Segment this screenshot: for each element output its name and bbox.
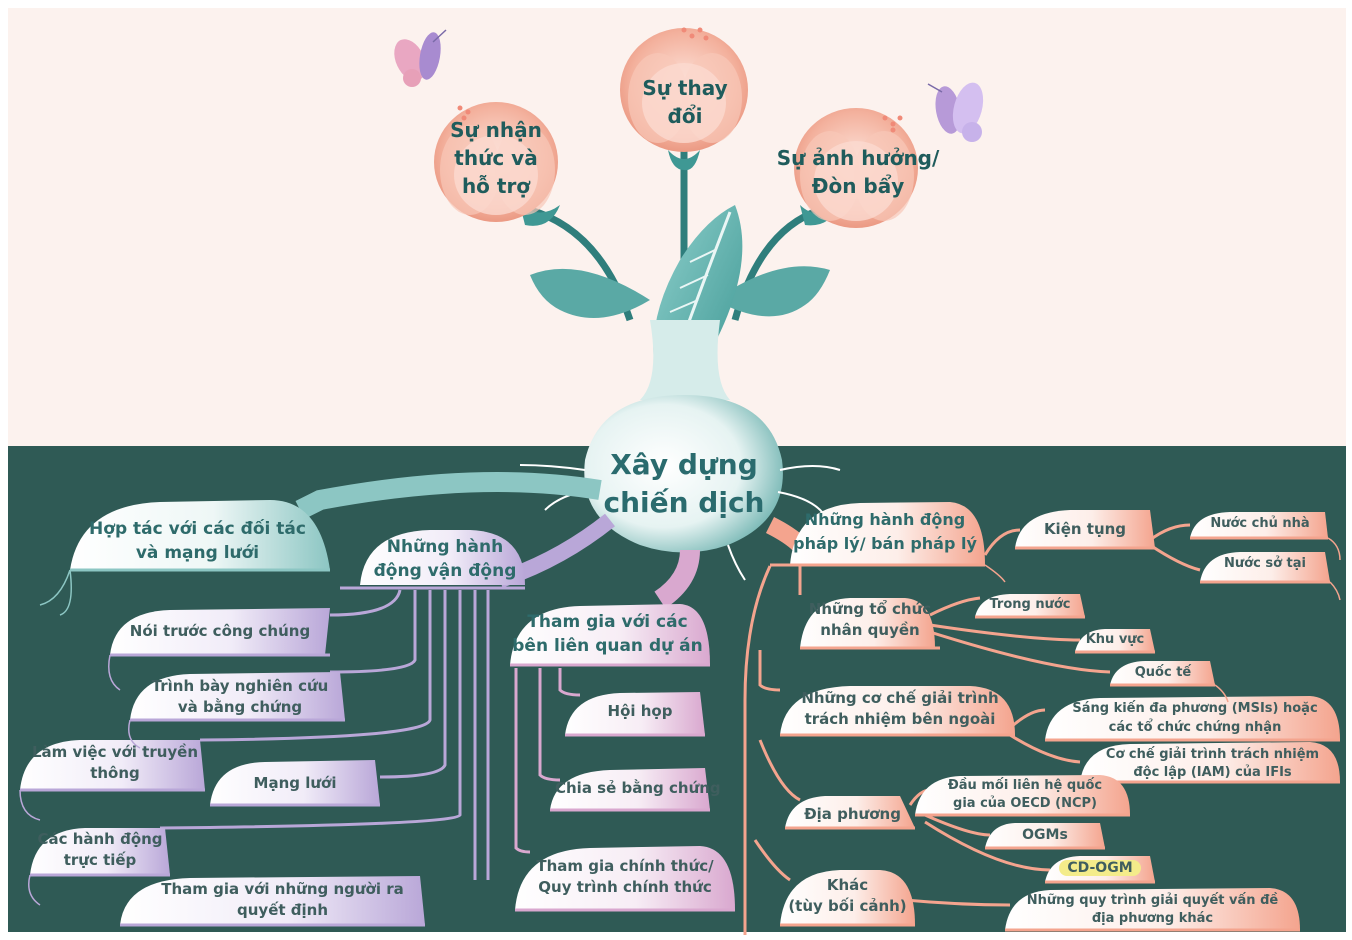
blob-research — [130, 672, 345, 720]
legal-other: Khác (tùy bối cảnh) — [788, 876, 907, 915]
advocacy-media: Làm việc với truyền thông — [31, 743, 199, 782]
legal-ogms: OGMs — [1022, 827, 1068, 843]
cd-ogm-highlight: CD-OGM — [1059, 860, 1141, 876]
legal-msi: Sáng kiến đa phương (MSIs) hoặc các tổ c… — [1072, 701, 1318, 735]
blob-international — [1110, 661, 1215, 685]
advocacy-direct-action: Các hành động trực tiếp — [37, 830, 163, 869]
legal-host-country: Nước sở tại — [1224, 556, 1306, 571]
blob-partners — [70, 500, 330, 570]
blob-other — [780, 870, 915, 925]
legal-hr-orgs: Những tổ chức nhân quyền — [808, 600, 932, 639]
blob-evidence — [550, 768, 710, 810]
advocacy-research: Trình bày nghiên cứu và bằng chứng — [151, 677, 329, 716]
stakeholders-title: Tham gia với các bên liên quan dự án — [512, 612, 703, 656]
blob-direct — [30, 828, 170, 875]
blob-media — [20, 740, 205, 790]
blob-hr-orgs — [800, 598, 935, 648]
legal-iam: Cơ chế giải trình trách nhiệm độc lập (I… — [1105, 747, 1320, 780]
legal-international: Quốc tế — [1134, 665, 1192, 680]
blob-ogms — [985, 823, 1105, 848]
blob-local — [785, 796, 915, 828]
partners-label: Hợp tác với các đối tác và mạng lưới — [89, 519, 306, 563]
legal-cd-ogm: CD-OGM — [1048, 860, 1152, 878]
blob-home-country — [1190, 512, 1328, 538]
stakeholders-meeting: Hội họp — [607, 702, 673, 720]
legal-domestic: Trong nước — [989, 597, 1071, 612]
advocacy-links — [159, 589, 490, 880]
legal-other-local: Những quy trình giải quyết vấn đề địa ph… — [1026, 893, 1279, 926]
legal-local: Địa phương — [804, 805, 901, 823]
flower-change-label: Sự thay đổi — [642, 76, 728, 128]
pollen-dots — [457, 27, 903, 133]
flower-influence-label: Sự ảnh hưởng/ Đòn bẩy — [776, 146, 940, 198]
stakeholders-formal: Tham gia chính thức/ Quy trình chính thứ… — [536, 857, 714, 896]
blob-network — [210, 760, 380, 805]
blob-domestic — [975, 594, 1085, 617]
legal-litigation: Kiện tụng — [1043, 520, 1127, 538]
bulb-roots — [519, 464, 841, 581]
blob-meeting — [565, 692, 705, 735]
blob-legal — [790, 502, 985, 565]
blob-public — [110, 608, 330, 655]
center-title: Xây dựng chiến dịch — [603, 448, 765, 519]
legal-home-country: Nước chủ nhà — [1210, 516, 1310, 531]
blob-regional — [1075, 629, 1155, 652]
blob-litigation — [1015, 510, 1155, 548]
stakeholders-evidence: Chia sẻ bằng chứng — [555, 779, 721, 797]
legal-ncp: Đầu mối liên hệ quốc gia của OECD (NCP) — [947, 778, 1103, 811]
butterfly-left-icon — [394, 29, 447, 87]
blob-external — [780, 686, 1015, 735]
flower-middle — [620, 28, 748, 152]
leaf-right — [715, 266, 830, 317]
bulb-neck — [640, 320, 730, 400]
bulb — [584, 395, 783, 553]
legal-title: Những hành động pháp lý/ bán pháp lý — [793, 510, 977, 553]
flower-awareness-label: Sự nhận thức và hỗ trợ — [450, 118, 542, 198]
blob-other-local — [1005, 888, 1300, 930]
butterfly-right-icon — [927, 82, 984, 142]
blob-advocacy — [360, 530, 525, 585]
advocacy-public-speaking: Nói trước công chúng — [129, 622, 311, 640]
legal-external: Những cơ chế giải trình trách nhiệm bên … — [801, 689, 999, 728]
flower-left — [434, 102, 558, 222]
blob-iam — [1080, 742, 1340, 782]
pink-connector — [654, 549, 700, 609]
teal-connector — [295, 472, 602, 519]
blob-decision — [120, 876, 425, 925]
leaf-left — [530, 268, 650, 318]
advocacy-title: Những hành động vận động — [373, 537, 517, 581]
stakeholder-links — [514, 668, 581, 854]
blob-stakeholders — [510, 604, 710, 665]
advocacy-network: Mạng lưới — [253, 774, 337, 792]
flower-right — [794, 108, 918, 228]
blob-host-country — [1200, 552, 1330, 582]
blob-formal — [515, 846, 735, 910]
advocacy-decision-makers: Tham gia với những người ra quyết định — [161, 880, 404, 919]
blob-msi — [1045, 696, 1340, 740]
blob-ncp — [915, 775, 1130, 815]
legal-regional: Khu vực — [1085, 632, 1145, 647]
